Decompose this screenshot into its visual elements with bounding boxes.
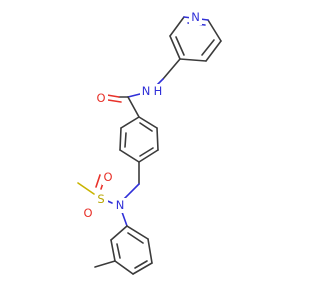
pyridine-nitrogen-label: N xyxy=(191,10,200,24)
sulfonamide-nitrogen-label: N xyxy=(116,198,125,212)
sulfonyl-oxygen-2-label: O xyxy=(83,206,92,220)
tolyl-ring xyxy=(94,211,153,275)
benzene-ring xyxy=(119,116,159,163)
sulfur-label: S xyxy=(97,192,104,206)
molecule-structure: N N H O S O O N xyxy=(77,10,222,275)
atom-labels: N N H O S O O N xyxy=(82,10,202,221)
amide-nitrogen-label: N xyxy=(142,84,151,98)
carbonyl-oxygen-label: O xyxy=(96,91,105,105)
amide-group xyxy=(106,93,141,118)
amide-hydrogen-label: H xyxy=(154,84,163,98)
sulfonyl-oxygen-1-label: O xyxy=(103,170,112,184)
methylene-linker-2 xyxy=(123,161,140,200)
